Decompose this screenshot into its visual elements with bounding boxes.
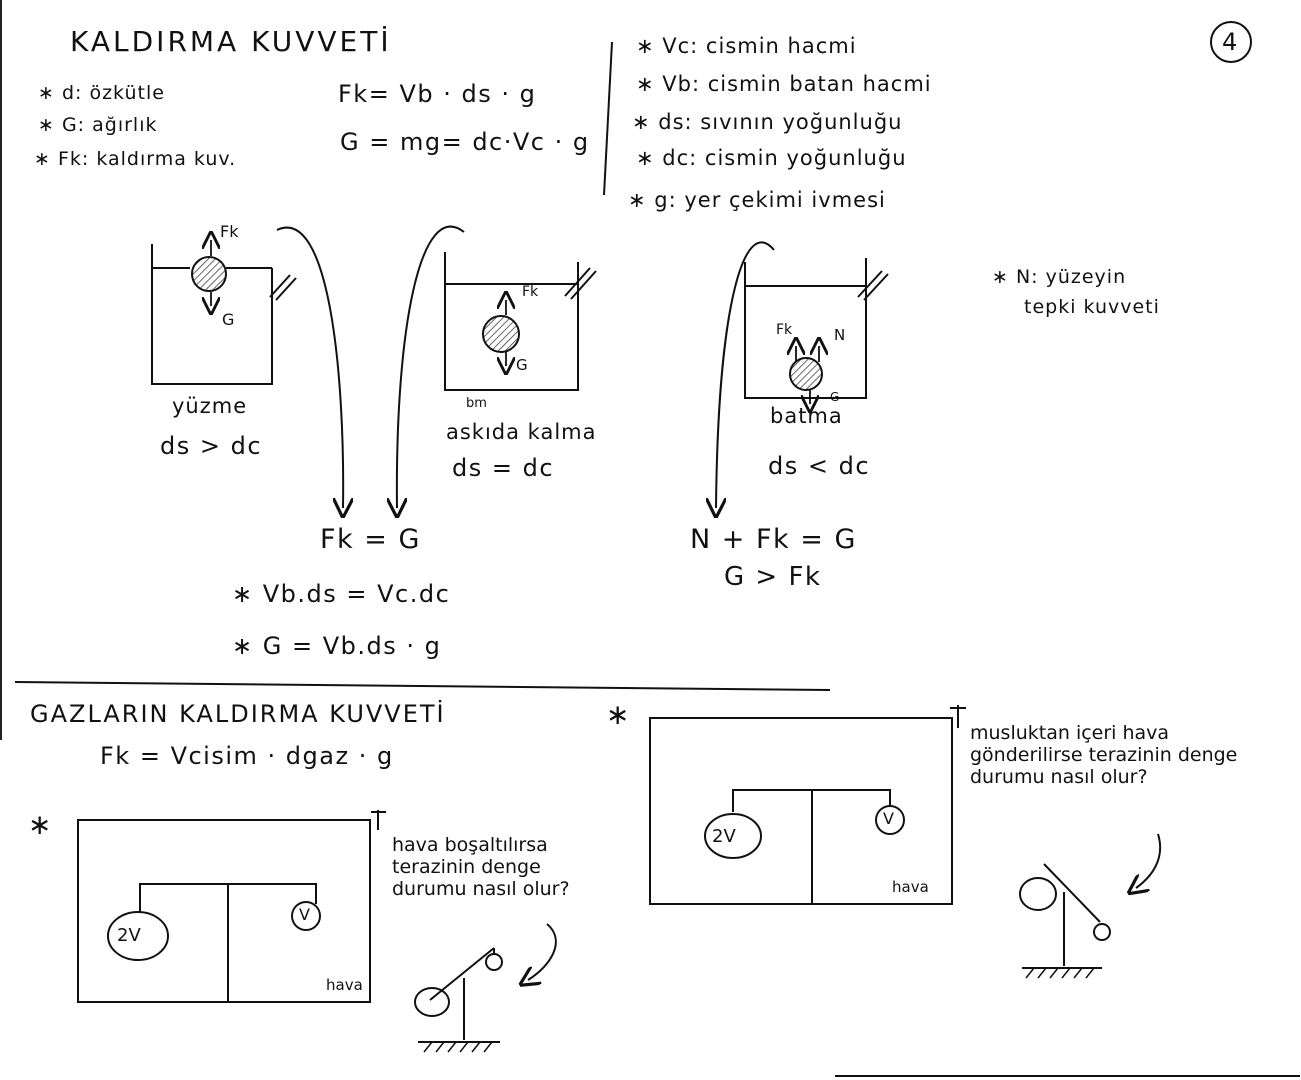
eq-n-fk: N + Fk = G [690, 524, 857, 555]
legend-vb: ∗ Vb: cismin batan hacmi [636, 72, 932, 96]
arrow-suspend-to-result [397, 225, 465, 508]
arrow-float-to-result [276, 226, 343, 508]
float-g-label: G [222, 310, 235, 329]
legend-d: ∗ d: özkütle [38, 82, 165, 104]
arrow-sink-to-result [716, 241, 775, 508]
left-big-label: 2V [117, 925, 141, 946]
left-big-balloon [107, 911, 169, 961]
legend-fk: ∗ Fk: kaldırma kuv. [34, 148, 237, 170]
sink-g-label: G [830, 390, 840, 404]
left-small-balloon [291, 901, 321, 931]
header-divider [603, 41, 613, 196]
diagram-suspend [397, 225, 597, 508]
suspend-scribble: bm [466, 396, 487, 411]
legend-g: ∗ G: ağırlık [38, 114, 158, 136]
right-big-balloon [704, 813, 762, 859]
sink-condition: ds < dc [768, 452, 871, 480]
section-separator [14, 681, 831, 691]
section2-title: GAZLARIN KALDIRMA KUVVETİ [30, 700, 446, 728]
page-number: 4 [1222, 28, 1238, 56]
right-air-label: hava [892, 878, 929, 896]
formula-g: G = mg= dc·Vc · g [340, 128, 590, 156]
scan-edge [0, 0, 2, 740]
float-object [191, 256, 227, 292]
diagram-sink [716, 241, 889, 508]
left-small-label: V [299, 905, 310, 924]
gas-box-right [649, 705, 1162, 979]
legend-gravity: ∗ g: yer çekimi ivmesi [628, 188, 886, 212]
formula-fk: Fk= Vb · ds · g [338, 80, 537, 108]
suspend-object [482, 315, 520, 353]
eq-g-vb: ∗ G = Vb.ds · g [232, 632, 442, 660]
suspend-label: askıda kalma [446, 420, 597, 444]
diagram-float [151, 226, 343, 508]
left-question: hava boşaltılırsa terazinin denge durumu… [392, 834, 570, 900]
right-star: ∗ [606, 698, 630, 731]
section2-formula: Fk = Vcisim · dgaz · g [100, 742, 394, 770]
suspend-g-label: G [516, 356, 528, 374]
eq-vb-ds: ∗ Vb.ds = Vc.dc [232, 580, 451, 608]
right-small-balloon [875, 805, 905, 835]
left-air-label: hava [326, 976, 363, 994]
float-label: yüzme [172, 394, 248, 418]
suspend-fk-label: Fk [522, 284, 539, 300]
right-question: musluktan içeri hava gönderilirse terazi… [970, 722, 1238, 788]
eq-g-gt-fk: G > Fk [724, 562, 822, 592]
eq-fk-equals-g: Fk = G [320, 524, 421, 555]
float-fk-label: Fk [220, 222, 239, 241]
sink-n-label: N [834, 326, 846, 344]
suspend-condition: ds = dc [452, 454, 555, 482]
sink-object [789, 357, 823, 391]
n-note-line1: ∗ N: yüzeyin [992, 266, 1127, 288]
page-number-circle [1210, 21, 1252, 63]
right-small-label: V [883, 809, 894, 828]
sink-label: batma [770, 404, 843, 428]
float-condition: ds > dc [160, 432, 263, 460]
n-note-line2: tepki kuvveti [1024, 296, 1160, 318]
sink-fk-label: Fk [776, 322, 793, 338]
legend-dc: ∗ dc: cismin yoğunluğu [636, 146, 907, 170]
gas-box-left [77, 810, 557, 1053]
right-big-label: 2V [712, 826, 736, 847]
legend-ds: ∗ ds: sıvının yoğunluğu [632, 110, 903, 134]
left-star: ∗ [28, 808, 52, 841]
legend-vc: ∗ Vc: cismin hacmi [636, 34, 857, 58]
section1-title: KALDIRMA KUVVETİ [70, 25, 392, 58]
